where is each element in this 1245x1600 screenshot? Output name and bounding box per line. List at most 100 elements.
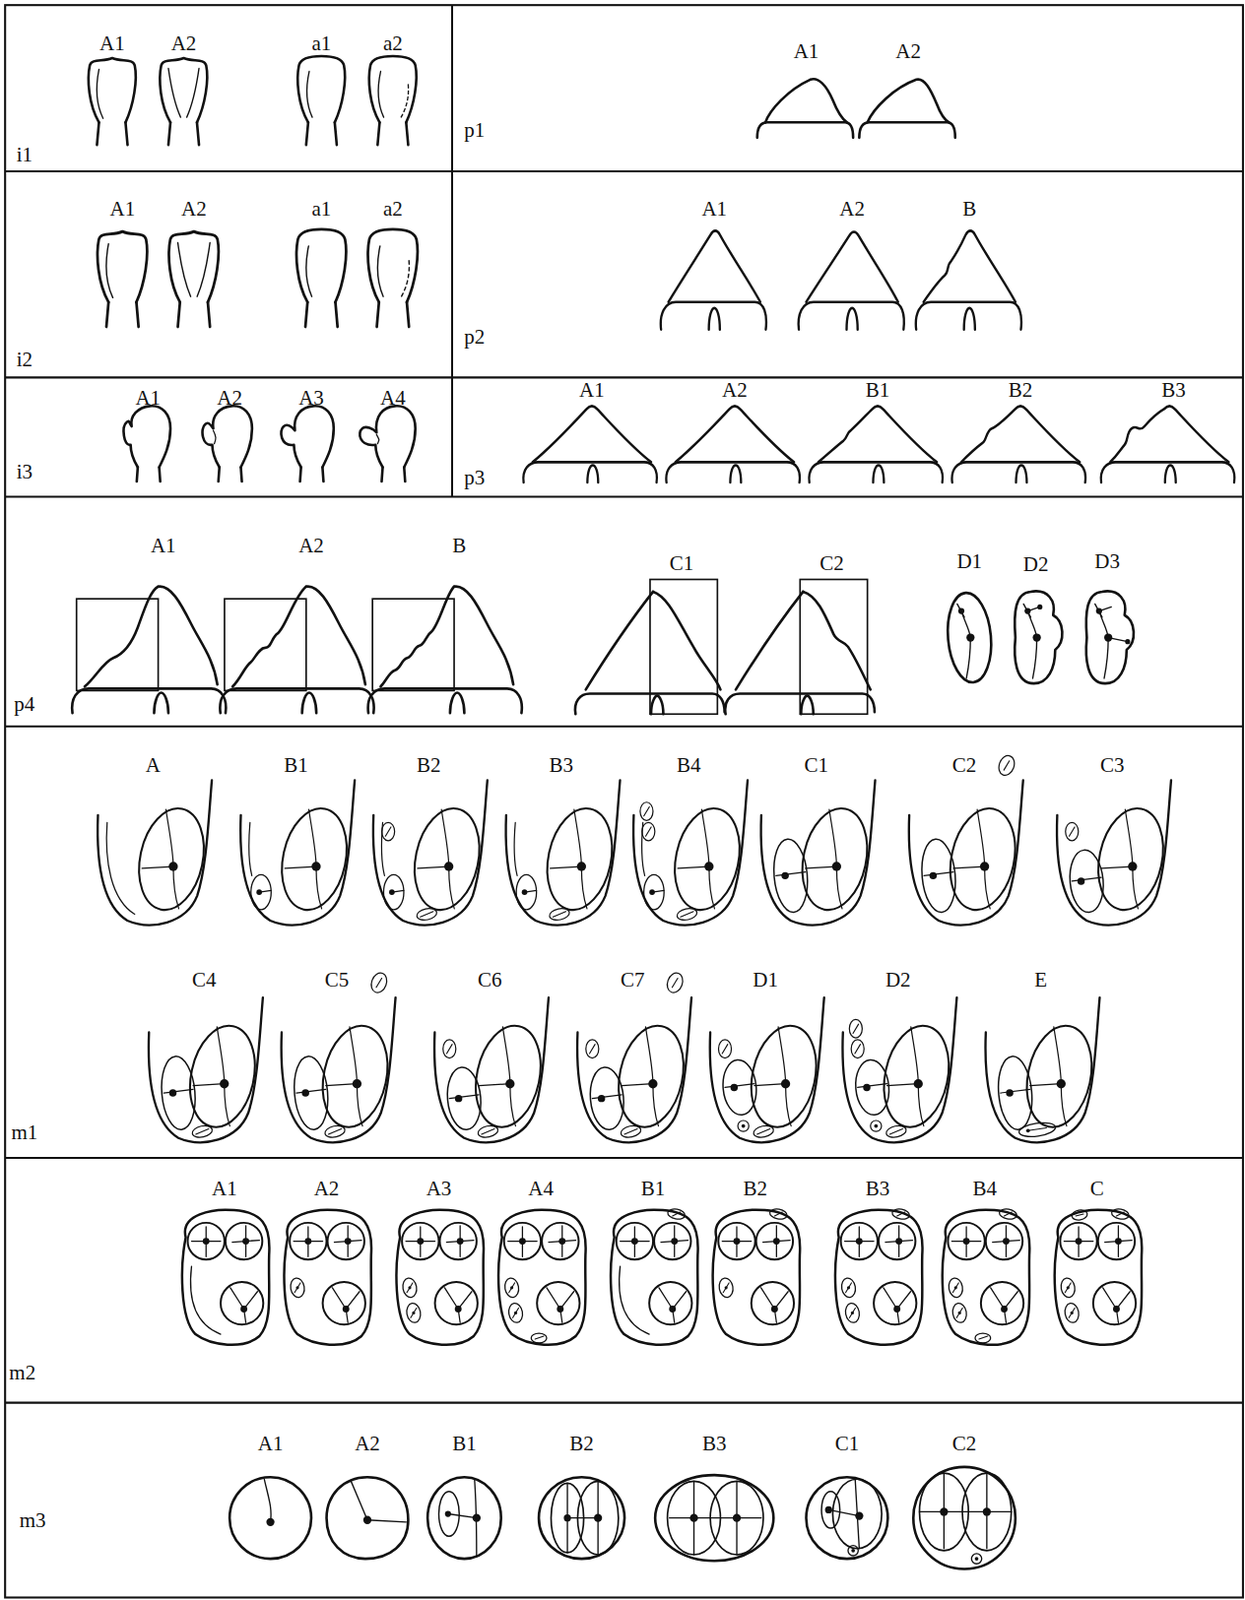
tooth-cusp <box>1065 822 1079 842</box>
tooth-outline <box>506 780 621 925</box>
tooth-cusp <box>941 802 1025 917</box>
tooth-outline <box>406 1283 413 1294</box>
morphotype-label: C <box>1090 1179 1105 1200</box>
morphotype-label: B1 <box>452 1434 477 1455</box>
tooth-drawing <box>665 405 800 483</box>
tooth-outline <box>620 1227 651 1258</box>
tooth-cusp <box>849 1019 862 1039</box>
tooth-cusp <box>323 1282 366 1325</box>
tooth-outline <box>952 1283 959 1294</box>
morphotype-label: B3 <box>1161 379 1186 400</box>
tooth-outline <box>169 231 219 303</box>
tooth-outline <box>709 308 721 330</box>
tooth-dot <box>1070 1311 1074 1315</box>
tooth-outline <box>757 122 853 138</box>
tooth-outline <box>509 1283 516 1294</box>
morphotype-label: A1 <box>701 198 727 220</box>
tooth-drawing <box>913 1467 1016 1571</box>
tooth-cusp <box>368 971 390 995</box>
morphotype-label: A1 <box>150 535 177 557</box>
tooth-outline <box>867 79 950 124</box>
tooth-cusp <box>975 1333 991 1344</box>
tooth-dot <box>295 1286 299 1290</box>
tooth-outline <box>96 122 128 145</box>
tooth-outline <box>376 978 383 987</box>
tooth-dot <box>730 1084 738 1092</box>
tooth-outline <box>168 67 199 118</box>
tooth-dot <box>455 1306 462 1313</box>
tooth-drawing <box>655 1475 774 1562</box>
morphotype-label: B3 <box>702 1434 727 1455</box>
tooth-outline <box>1101 866 1133 869</box>
tooth-cusp <box>405 802 489 917</box>
tooth-dot <box>893 1306 901 1313</box>
tooth-outline <box>621 1084 654 1087</box>
tooth-outline <box>405 1227 436 1258</box>
tooth-outline <box>829 809 843 910</box>
tooth-drawing <box>916 230 1022 329</box>
morphotype-label: A2 <box>354 1434 381 1455</box>
tooth-cusp <box>1059 1277 1077 1300</box>
tooth-outline <box>1108 638 1128 643</box>
tooth-cusp <box>995 1054 1036 1131</box>
tooth-outline <box>454 587 514 686</box>
tooth-outline <box>305 302 338 328</box>
tooth-outline <box>284 1210 373 1346</box>
tooth-drawing <box>229 1477 312 1560</box>
tooth-cusp <box>1063 1303 1081 1325</box>
tooth-cusp <box>718 1040 731 1059</box>
tooth-row-label: p4 <box>13 693 35 715</box>
tooth-drawing <box>280 405 333 482</box>
tooth-drawing <box>327 1477 409 1560</box>
tooth-cusp <box>225 1223 263 1260</box>
tooth-outline <box>1103 1288 1131 1323</box>
tooth-outline <box>1068 827 1075 837</box>
tooth-outline <box>380 587 455 688</box>
tooth-dot <box>519 1238 526 1245</box>
tooth-drawing <box>498 1210 587 1346</box>
tooth-cusp <box>530 1333 547 1344</box>
tooth-drawing <box>369 56 417 145</box>
tooth-drawing <box>71 587 226 715</box>
tooth-cusp <box>616 1223 654 1260</box>
tooth-outline <box>524 890 537 893</box>
tooth-dot <box>597 1095 605 1103</box>
tooth-cusp <box>507 1303 525 1325</box>
tooth-drawing <box>296 229 346 328</box>
tooth-outline <box>942 1210 1031 1346</box>
tooth-drawing <box>284 1210 373 1346</box>
morphotype-label: A1 <box>579 379 605 400</box>
tooth-cusp <box>548 907 571 922</box>
tooth-dot <box>344 1238 352 1245</box>
tooth-outline <box>550 866 583 869</box>
morphotype-label: a2 <box>383 32 403 54</box>
tooth-cusp <box>793 802 877 917</box>
tooth-outline <box>1110 405 1229 462</box>
tooth-outline <box>671 978 678 987</box>
tooth-cusp <box>291 1054 331 1131</box>
morphotype-label: D2 <box>1023 553 1049 575</box>
tooth-outline <box>513 1308 520 1318</box>
tooth-drawing <box>985 997 1102 1143</box>
tooth-dot <box>505 1079 515 1089</box>
tooth-row-label: p2 <box>463 326 485 347</box>
morphotype-label: A4 <box>380 388 406 409</box>
tooth-outline <box>677 866 710 869</box>
region-frame <box>650 579 718 715</box>
tooth-outline <box>378 246 385 297</box>
tooth-dot <box>975 1557 980 1562</box>
tooth-drawing <box>724 579 875 715</box>
tooth-outline <box>349 1027 363 1127</box>
tooth-dot <box>832 861 842 871</box>
tooth-outline <box>232 587 307 688</box>
tooth-dot <box>781 872 788 880</box>
tooth-dot <box>1114 1238 1122 1245</box>
tooth-outline <box>761 780 876 925</box>
tooth-dot <box>342 1306 350 1313</box>
morphotype-label: C6 <box>477 969 503 990</box>
tooth-cusp <box>873 1282 917 1325</box>
table-border <box>4 4 1244 1598</box>
tooth-outline <box>420 912 434 918</box>
morphotype-label: A4 <box>527 1179 554 1200</box>
tooth-dot <box>963 1238 971 1245</box>
